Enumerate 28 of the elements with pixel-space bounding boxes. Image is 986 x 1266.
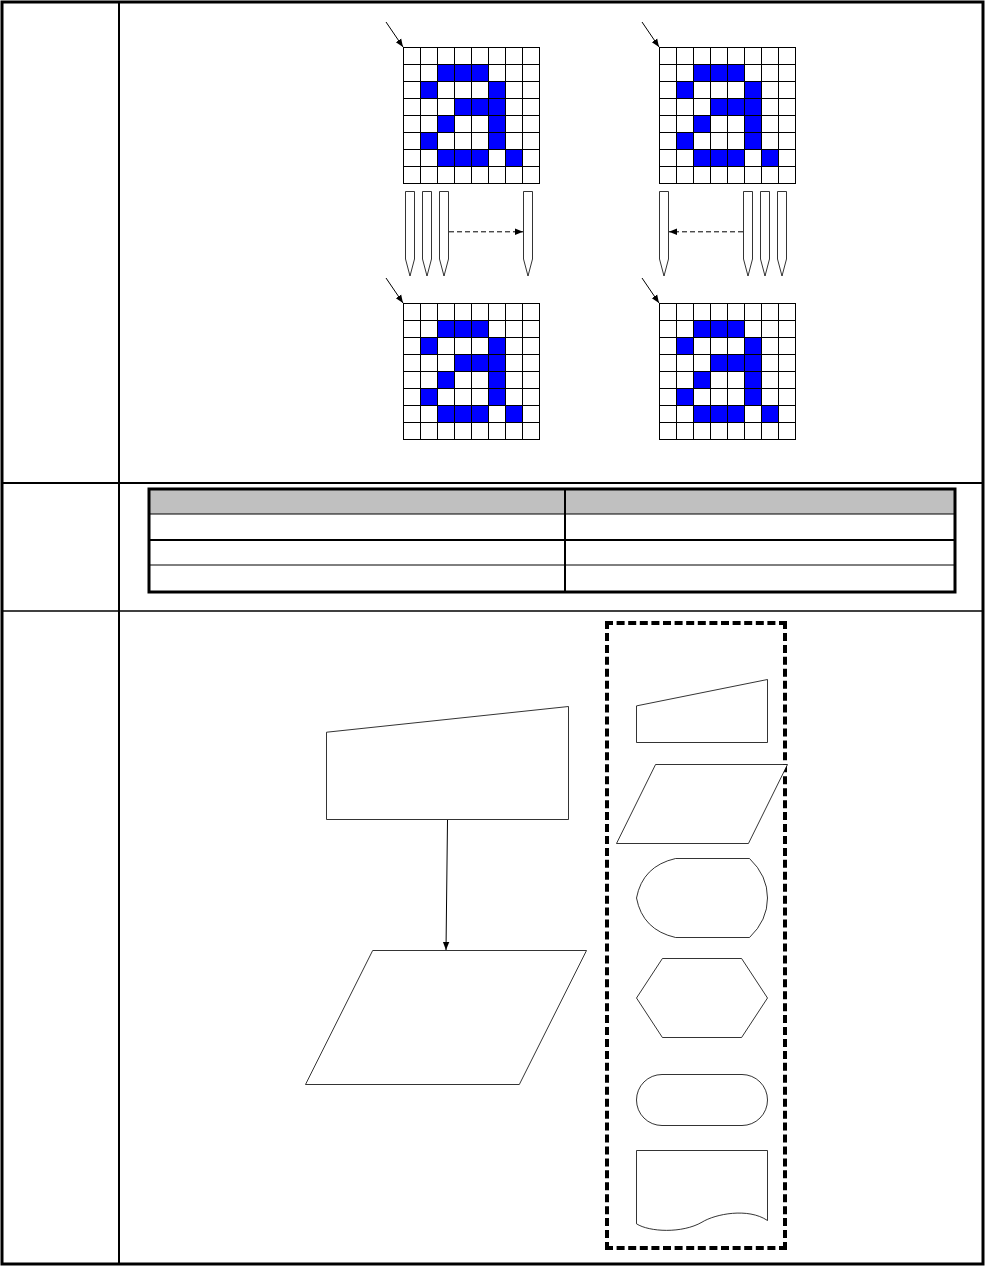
needle-drawing	[760, 191, 770, 276]
arrow	[442, 819, 450, 951]
needle-drawing	[405, 191, 415, 276]
display-shape	[636, 858, 768, 938]
arrow	[641, 21, 660, 48]
manual-input-shape	[326, 706, 569, 820]
arrow	[448, 228, 524, 235]
arrow	[641, 277, 660, 304]
arrow	[385, 277, 404, 304]
manual-input-shape	[636, 679, 768, 743]
needle-drawing	[743, 191, 753, 276]
needle-drawing	[659, 191, 669, 276]
parallelogram-shape	[305, 950, 587, 1085]
pixel-grid-drawing	[659, 47, 796, 184]
arrow	[668, 228, 744, 235]
hexagon-shape	[636, 958, 768, 1038]
pixel-grid-drawing	[403, 303, 540, 440]
dashed-frame	[605, 621, 787, 1250]
terminal-shape	[636, 1074, 768, 1126]
arrow	[385, 21, 404, 48]
pixel-grid-drawing	[403, 47, 540, 184]
needle-drawing	[422, 191, 432, 276]
document-shape	[636, 1150, 768, 1232]
needle-drawing	[439, 191, 449, 276]
needle-drawing	[523, 191, 533, 276]
needle-drawing	[777, 191, 787, 276]
pixel-grid-drawing	[659, 303, 796, 440]
parallelogram-shape	[616, 764, 788, 844]
